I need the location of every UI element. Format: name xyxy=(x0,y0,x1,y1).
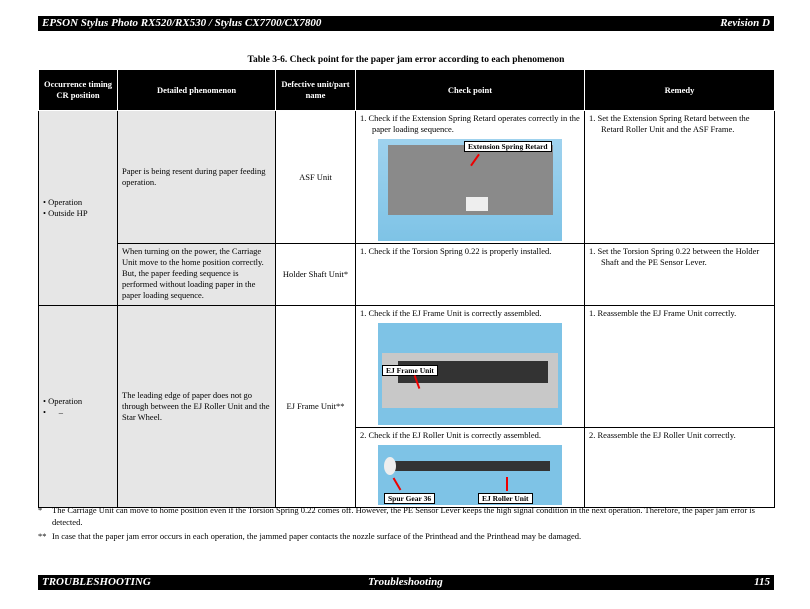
timing-item: Operation xyxy=(48,395,83,406)
check-point-table: Occurrence timing CR position Detailed p… xyxy=(38,69,775,508)
footnote: ** In case that the paper jam error occur… xyxy=(38,530,774,542)
remedy-cell: 1. Set the Extension Spring Retard betwe… xyxy=(584,110,775,244)
photo-part xyxy=(384,457,396,475)
photo-label: EJ Frame Unit xyxy=(382,365,438,376)
check-cell: 2. Check if the EJ Roller Unit is correc… xyxy=(355,427,585,508)
ej-roller-photo: Spur Gear 36 EJ Roller Unit xyxy=(378,445,562,505)
photo-label: Extension Spring Retard xyxy=(464,141,552,152)
footnote-mark: ** xyxy=(38,531,47,541)
check-cell: 1. Check if the EJ Frame Unit is correct… xyxy=(355,305,585,428)
page-number: 115 xyxy=(754,576,770,588)
timing-cell: • Operation • – xyxy=(38,305,118,508)
col-check: Check point xyxy=(355,69,585,111)
unit-cell: Holder Shaft Unit* xyxy=(275,243,356,306)
phenomenon-cell: Paper is being resent during paper feedi… xyxy=(117,110,276,244)
table-row: 2. Check if the EJ Roller Unit is correc… xyxy=(39,427,775,508)
remedy-cell: 2. Reassemble the EJ Roller Unit correct… xyxy=(584,427,775,508)
unit-cell: ASF Unit xyxy=(275,110,356,244)
check-cell: 1. Check if the Extension Spring Retard … xyxy=(355,110,585,244)
table-header-row: Occurrence timing CR position Detailed p… xyxy=(38,69,775,111)
timing-item: Outside HP xyxy=(48,208,88,218)
check-text: 1. Check if the Extension Spring Retard … xyxy=(360,113,580,134)
arrow-icon xyxy=(506,477,508,491)
table-row: • Operation • – The leading edge of pape… xyxy=(38,305,775,508)
footnote: * The Carriage Unit can move to home posi… xyxy=(38,504,774,528)
remedy-cell: 1. Set the Torsion Spring 0.22 between t… xyxy=(584,243,775,306)
photo-label: Spur Gear 36 xyxy=(384,493,436,504)
timing-item: – xyxy=(58,406,63,417)
ej-frame-photo: EJ Frame Unit xyxy=(378,323,562,425)
col-timing: Occurrence timing CR position xyxy=(38,69,118,111)
col-unit: Defective unit/part name xyxy=(275,69,356,111)
col-remedy: Remedy xyxy=(584,69,775,111)
document-title: EPSON Stylus Photo RX520/RX530 / Stylus … xyxy=(42,17,322,29)
unit-cell: EJ Frame Unit** xyxy=(275,305,356,508)
asf-unit-photo: Extension Spring Retard xyxy=(378,139,562,241)
check-text: 2. Check if the EJ Roller Unit is correc… xyxy=(360,430,542,440)
table-caption: Table 3-6. Check point for the paper jam… xyxy=(247,55,565,65)
footnote-mark: * xyxy=(38,505,43,515)
footnote-text: The Carriage Unit can move to home posit… xyxy=(52,505,755,527)
arrow-icon xyxy=(392,477,402,491)
col-phenomenon: Detailed phenomenon xyxy=(117,69,276,111)
footnotes: * The Carriage Unit can move to home posi… xyxy=(38,504,774,542)
table-row: • Operation • Outside HP Paper is being … xyxy=(38,110,775,306)
photo-label: EJ Roller Unit xyxy=(478,493,533,504)
footnote-text: In case that the paper jam error occurs … xyxy=(52,531,582,541)
page-footer: TROUBLESHOOTING Troubleshooting 115 xyxy=(38,575,774,590)
phenomenon-cell: When turning on the power, the Carriage … xyxy=(117,243,276,306)
section-label: Troubleshooting xyxy=(368,576,443,588)
check-cell: 1. Check if the Torsion Spring 0.22 is p… xyxy=(355,243,585,306)
check-text: 1. Check if the EJ Frame Unit is correct… xyxy=(360,308,542,318)
chapter-label: TROUBLESHOOTING xyxy=(42,576,151,588)
timing-cell: • Operation • Outside HP xyxy=(38,110,118,306)
timing-item: Operation xyxy=(48,197,83,207)
page-header: EPSON Stylus Photo RX520/RX530 / Stylus … xyxy=(38,16,774,31)
photo-part xyxy=(390,461,550,471)
revision: Revision D xyxy=(720,17,770,29)
photo-part xyxy=(466,197,488,211)
remedy-cell: 1. Reassemble the EJ Frame Unit correctl… xyxy=(584,305,775,428)
table-row: When turning on the power, the Carriage … xyxy=(39,243,775,306)
phenomenon-cell: The leading edge of paper does not go th… xyxy=(117,305,276,508)
